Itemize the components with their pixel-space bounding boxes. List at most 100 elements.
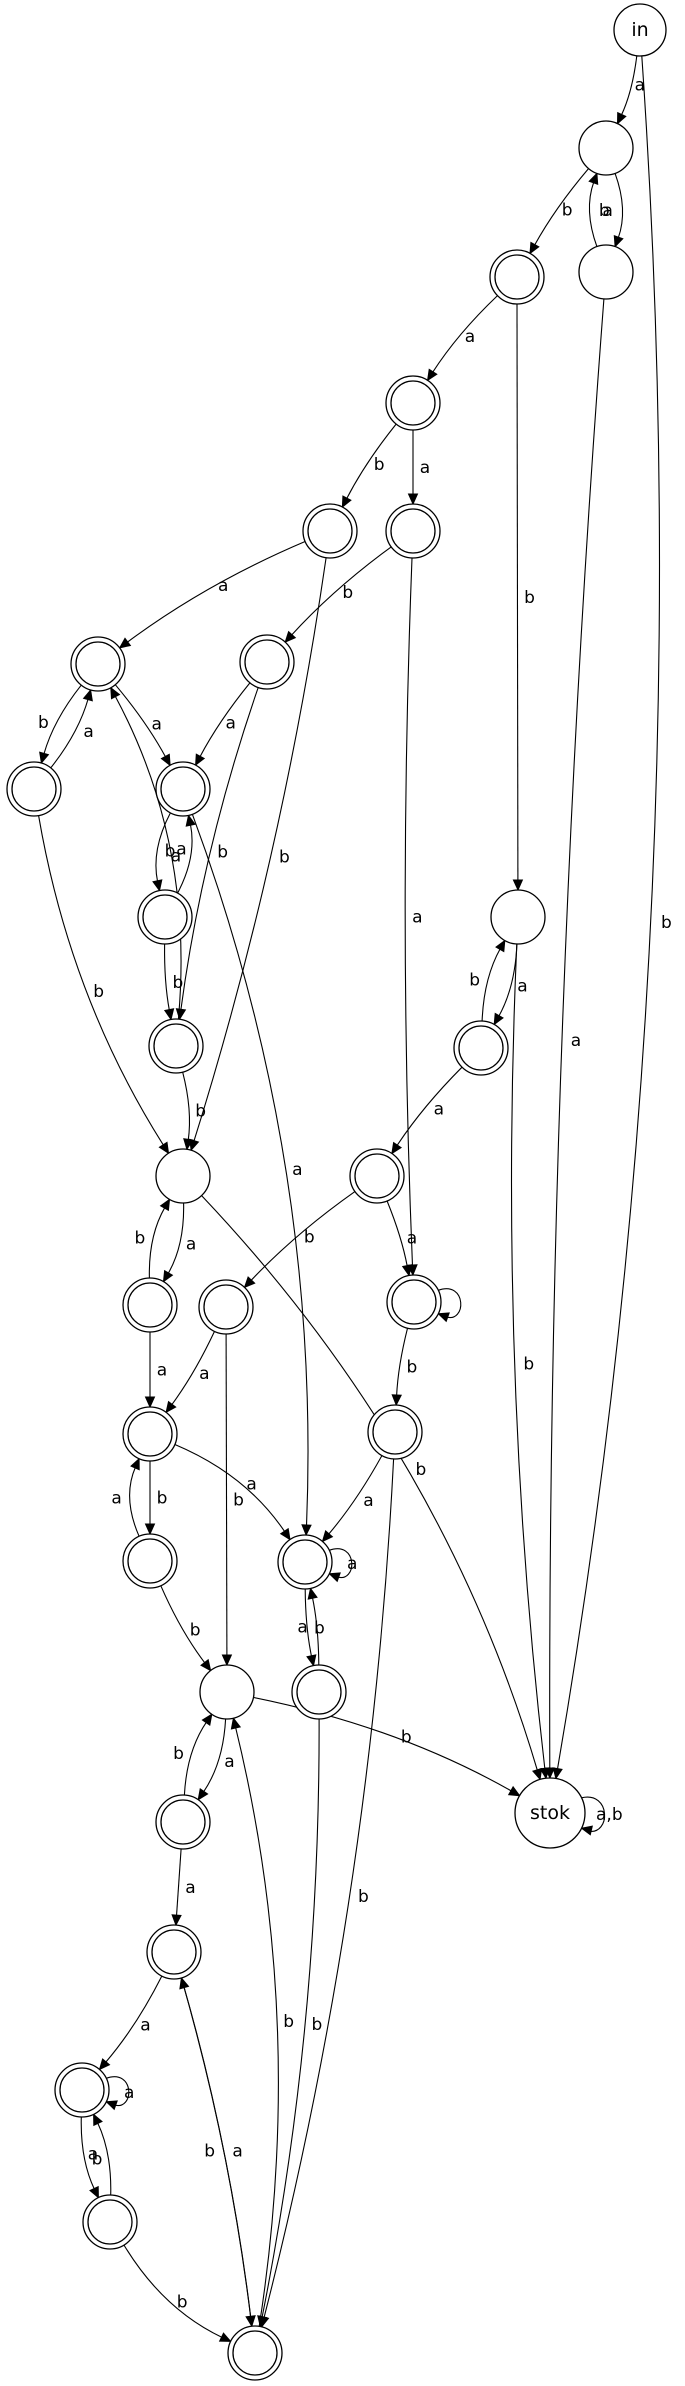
state-inner-circle-s11 bbox=[142, 894, 188, 940]
edge-s16-s18 bbox=[386, 1200, 408, 1267]
edge-s2-stok bbox=[549, 298, 605, 1770]
arrowhead-s17-s15 bbox=[159, 1198, 171, 1212]
edge-label-s9-s7: a bbox=[83, 722, 93, 742]
arrowhead-s25-s26 bbox=[197, 1788, 209, 1801]
edge-label-s27-s28: a bbox=[140, 2016, 150, 2036]
state-s4 bbox=[385, 375, 441, 431]
arrowhead-s12-s7 bbox=[110, 686, 121, 700]
state-in: in bbox=[613, 3, 667, 57]
edge-label-s20-s23: a bbox=[246, 1474, 256, 1494]
arrowhead-s18-s21 bbox=[391, 1394, 402, 1407]
edge-label-s26-s27: a bbox=[185, 1878, 195, 1898]
edge-s2-s1 bbox=[588, 181, 598, 247]
state-s13 bbox=[490, 889, 546, 945]
edge-s5-s7 bbox=[126, 540, 306, 643]
edge-s16-s19 bbox=[250, 1191, 356, 1282]
edge-label-s25-stok: b bbox=[401, 1728, 412, 1748]
arrowhead-s15-s17 bbox=[162, 1269, 174, 1283]
state-circle-s25 bbox=[199, 1664, 255, 1720]
arrowhead-s29-s28 bbox=[93, 2113, 103, 2127]
arrowhead-s30-s25 bbox=[230, 1717, 242, 1730]
arrowhead-s9-s7 bbox=[82, 688, 93, 702]
edge-label-s19-s25: b bbox=[233, 1491, 244, 1511]
edge-s6-s8 bbox=[290, 546, 392, 636]
state-circle-s1 bbox=[578, 120, 634, 176]
arrowhead-self-stok bbox=[580, 1825, 593, 1836]
edge-s4-s5 bbox=[346, 423, 397, 500]
edge-s3-s13 bbox=[516, 303, 519, 882]
arrowhead-s26-s27 bbox=[171, 1914, 182, 1927]
edge-label-s13-s14: a bbox=[517, 977, 527, 997]
edge-label-s26-s25: b bbox=[173, 1744, 184, 1764]
state-s30 bbox=[227, 2325, 283, 2381]
edge-label-s24-s23: a bbox=[297, 1618, 307, 1638]
edge-label-in-s1: a bbox=[635, 76, 645, 96]
edge-label-s4-s6: a bbox=[420, 458, 430, 478]
state-s25 bbox=[199, 1664, 255, 1720]
edge-s29-s30 bbox=[123, 2244, 223, 2339]
edge-label-s16-s19: b bbox=[304, 1228, 315, 1248]
arrowhead-s10-s23 bbox=[301, 1524, 312, 1537]
edge-s1-s2 bbox=[614, 173, 624, 239]
state-s3 bbox=[489, 249, 545, 305]
state-circle-s2 bbox=[578, 244, 634, 300]
arrowhead-s14-s13 bbox=[495, 939, 506, 953]
arrowhead-s17-s20 bbox=[144, 1396, 156, 1409]
state-inner-circle-s21 bbox=[372, 1409, 418, 1455]
arrowhead-s13-s14 bbox=[493, 1012, 504, 1026]
edge-label-s8-s12: b bbox=[217, 842, 228, 862]
edge-label-s17-s15: b bbox=[135, 1228, 146, 1248]
state-label-in: in bbox=[631, 19, 648, 41]
state-inner-circle-s4 bbox=[390, 380, 436, 426]
arrowhead-s22-s25 bbox=[200, 1658, 212, 1672]
edge-s23-s24 bbox=[304, 1588, 313, 1657]
edge-s15-stok bbox=[201, 1195, 539, 1771]
arrowhead-self-s23 bbox=[328, 1572, 341, 1583]
edge-label-s13-stok: b bbox=[523, 1355, 534, 1375]
edge-label-s2-stok: a bbox=[571, 1031, 581, 1051]
state-s15 bbox=[155, 1148, 211, 1204]
state-inner-circle-s26 bbox=[160, 1799, 206, 1845]
arrowhead-s1-s3 bbox=[529, 241, 540, 255]
edge-label-s16-s18: a bbox=[407, 1229, 417, 1249]
arrowhead-s26-s25 bbox=[201, 1713, 213, 1726]
arrowhead-s19-s20 bbox=[165, 1400, 177, 1414]
arrowhead-in-s1 bbox=[616, 111, 627, 125]
arrowhead-s3-s4 bbox=[426, 368, 438, 382]
arrowhead-s20-s23 bbox=[279, 1527, 291, 1541]
arrowhead-s1-s2 bbox=[613, 234, 624, 248]
state-inner-circle-s28 bbox=[59, 2067, 105, 2113]
edge-in-stok bbox=[556, 55, 661, 1770]
state-circle-s15 bbox=[155, 1148, 211, 1204]
edge-label-s4-s5: b bbox=[374, 455, 385, 475]
state-s27 bbox=[146, 1924, 202, 1980]
edge-s28-s29 bbox=[80, 2116, 95, 2190]
state-s9 bbox=[6, 761, 62, 817]
arrowhead-s3-s13 bbox=[512, 879, 524, 892]
arrowhead-self-s28 bbox=[105, 2100, 118, 2111]
edge-label-s1-s3: b bbox=[562, 201, 573, 221]
state-s20 bbox=[122, 1406, 178, 1462]
arrowhead-s8-s10 bbox=[195, 753, 206, 767]
arrowhead-s9-s15 bbox=[158, 1141, 170, 1155]
state-inner-circle-s18 bbox=[391, 1279, 437, 1325]
edge-s22-s25 bbox=[160, 1585, 206, 1664]
edge-s11-s12 bbox=[164, 943, 170, 1011]
edge-s8-s10 bbox=[199, 682, 251, 758]
state-circle-s13 bbox=[490, 889, 546, 945]
arrowhead-s27-s28 bbox=[98, 2058, 111, 2071]
edge-label-s14-s16: a bbox=[434, 1100, 444, 1120]
edge-s10-s23 bbox=[191, 814, 309, 1527]
state-s1 bbox=[578, 120, 634, 176]
edge-s26-s27 bbox=[175, 1848, 182, 1917]
state-s16 bbox=[349, 1148, 405, 1204]
arrowhead-s7-s10 bbox=[160, 753, 171, 767]
edge-s6-s18 bbox=[404, 557, 414, 1267]
state-s19 bbox=[198, 1279, 254, 1335]
state-inner-circle-s19 bbox=[203, 1284, 249, 1330]
edge-label-s6-s18: a bbox=[412, 908, 422, 928]
edge-label-s15-s17: a bbox=[186, 1235, 196, 1255]
edge-label-s8-s10: a bbox=[225, 714, 235, 734]
state-inner-circle-s30 bbox=[232, 2330, 278, 2376]
